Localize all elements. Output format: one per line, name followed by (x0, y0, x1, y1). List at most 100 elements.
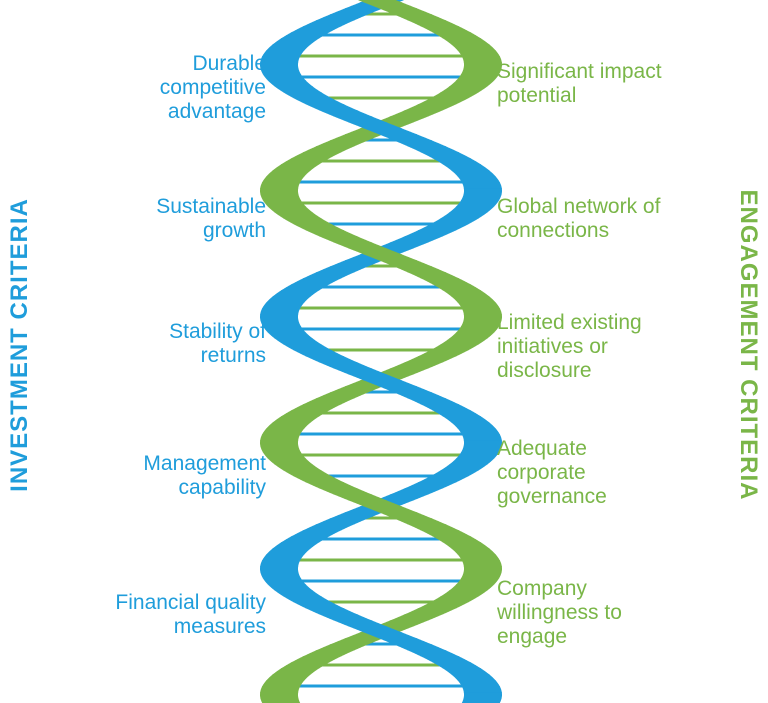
green-strand-segment (389, 110, 444, 117)
blue-strand-segment (318, 110, 373, 117)
green-strand-segment (449, 332, 495, 339)
blue-strand-segment (461, 698, 502, 703)
blue-strand-segment (260, 308, 301, 315)
green-strand-segment (329, 134, 384, 141)
blue-strand-segment (407, 146, 460, 153)
blue-strand-segment (267, 584, 313, 591)
blue-strand-segment (461, 182, 502, 189)
green-strand-segment (280, 410, 330, 417)
blue-strand-segment (262, 74, 306, 81)
green-strand-segment (262, 176, 305, 183)
blue-strand-segment (318, 614, 373, 621)
green-strand-segment (262, 680, 305, 687)
green-strand-segment (282, 470, 333, 477)
blue-strand-segment (260, 56, 301, 63)
green-strand-segment (315, 644, 370, 651)
blue-strand-segment (266, 44, 312, 51)
green-strand-segment (407, 20, 460, 27)
green-strand-segment (442, 290, 490, 297)
blue-strand-segment (260, 560, 301, 567)
blue-strand-segment (315, 518, 370, 525)
blue-strand-segment (262, 554, 305, 561)
blue-strand-segment (362, 128, 418, 135)
green-strand-segment (362, 506, 418, 513)
green-strand-segment (450, 548, 496, 555)
green-strand-segment (432, 32, 482, 39)
green-strand-segment (362, 254, 418, 261)
green-strand-segment (290, 656, 342, 663)
blue-strand-segment (262, 302, 305, 309)
green-strand-segment (260, 188, 299, 195)
green-strand-segment (457, 50, 500, 57)
blue-strand-segment (290, 530, 342, 537)
blue-strand-segment (389, 236, 444, 243)
blue-strand-segment (260, 320, 302, 327)
blue-strand-segment (389, 488, 444, 495)
green-strand-segment (449, 584, 495, 591)
blue-strand-segment (318, 362, 373, 369)
helix-strands (260, 0, 502, 703)
green-strand-segment (442, 38, 490, 45)
blue-strand-segment (442, 416, 490, 423)
green-strand-segment (417, 602, 469, 609)
green-strand-segment (260, 182, 301, 189)
blue-strand-segment (302, 20, 355, 27)
green-strand-segment (272, 416, 320, 423)
investment-item-1: Durable competitive advantage (159, 52, 266, 123)
green-strand-segment (347, 248, 403, 255)
blue-strand-segment (463, 188, 502, 195)
blue-strand-segment (262, 578, 306, 585)
blue-strand-segment (280, 536, 330, 543)
green-strand-segment (420, 278, 472, 285)
blue-strand-segment (420, 656, 472, 663)
blue-strand-segment (267, 332, 313, 339)
green-strand-segment (302, 398, 355, 405)
green-strand-segment (417, 350, 469, 357)
blue-strand-segment (432, 662, 482, 669)
green-strand-segment (440, 338, 488, 345)
blue-strand-segment (429, 218, 480, 225)
blue-strand-segment (332, 116, 388, 123)
green-strand-segment (442, 542, 490, 549)
blue-strand-segment (305, 356, 358, 363)
green-strand-segment (378, 512, 433, 519)
blue-strand-segment (450, 674, 496, 681)
green-strand-segment (456, 578, 500, 585)
blue-strand-segment (392, 140, 447, 147)
blue-strand-segment (429, 470, 480, 477)
blue-strand-segment (420, 152, 472, 159)
green-strand-segment (450, 44, 496, 51)
blue-strand-segment (266, 548, 312, 555)
blue-strand-segment (407, 650, 460, 657)
green-strand-segment (260, 446, 302, 453)
blue-strand-segment (460, 194, 502, 201)
blue-strand-segment (272, 542, 320, 549)
green-strand-segment (460, 68, 502, 75)
blue-strand-segment (392, 392, 447, 399)
green-strand-segment (357, 0, 403, 3)
engagement-item-5: Company willingness to engage (497, 577, 622, 648)
blue-strand-segment (332, 620, 388, 627)
green-strand-segment (432, 284, 482, 291)
green-strand-segment (420, 530, 472, 537)
blue-strand-segment (432, 410, 482, 417)
green-strand-segment (457, 554, 500, 561)
green-strand-segment (329, 386, 384, 393)
green-strand-segment (407, 272, 460, 279)
blue-strand-segment (432, 158, 482, 165)
green-strand-segment (262, 428, 305, 435)
blue-strand-segment (260, 68, 302, 75)
green-strand-segment (267, 206, 313, 213)
green-strand-segment (260, 440, 299, 447)
blue-strand-segment (302, 524, 355, 531)
green-strand-segment (305, 482, 358, 489)
green-strand-segment (260, 686, 301, 693)
blue-strand-segment (280, 284, 330, 291)
green-strand-segment (272, 668, 320, 675)
blue-strand-segment (456, 452, 500, 459)
blue-strand-segment (293, 350, 345, 357)
blue-strand-segment (293, 602, 345, 609)
blue-strand-segment (347, 374, 403, 381)
green-strand-segment (274, 464, 322, 471)
green-strand-segment (389, 362, 444, 369)
